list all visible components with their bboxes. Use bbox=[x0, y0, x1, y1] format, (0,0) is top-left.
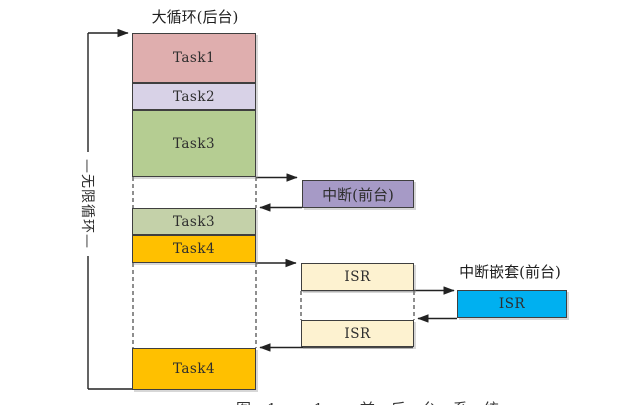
task-block-task4-resumed: Task4 bbox=[132, 348, 256, 390]
figure-caption-cropped: 图1-1 前后台系统 bbox=[236, 398, 596, 405]
isr-box-second: ISR bbox=[301, 320, 414, 347]
task-block-task1: Task1 bbox=[132, 33, 256, 83]
nested-isr-box: ISR bbox=[457, 290, 567, 318]
infinite-loop-label: —无限循环— bbox=[78, 158, 98, 250]
task-block-task3-resumed: Task3 bbox=[132, 208, 256, 235]
nested-interrupt-title: 中断嵌套(前台) bbox=[459, 263, 561, 281]
task-block-task3-first: Task3 bbox=[132, 110, 256, 177]
task-block-task2: Task2 bbox=[132, 83, 256, 110]
task-block-task4-first: Task4 bbox=[132, 235, 256, 263]
background-loop-title: 大循环(后台) bbox=[151, 8, 239, 26]
isr-box-first: ISR bbox=[301, 263, 414, 291]
interrupt-foreground-box: 中断(前台) bbox=[302, 180, 414, 208]
